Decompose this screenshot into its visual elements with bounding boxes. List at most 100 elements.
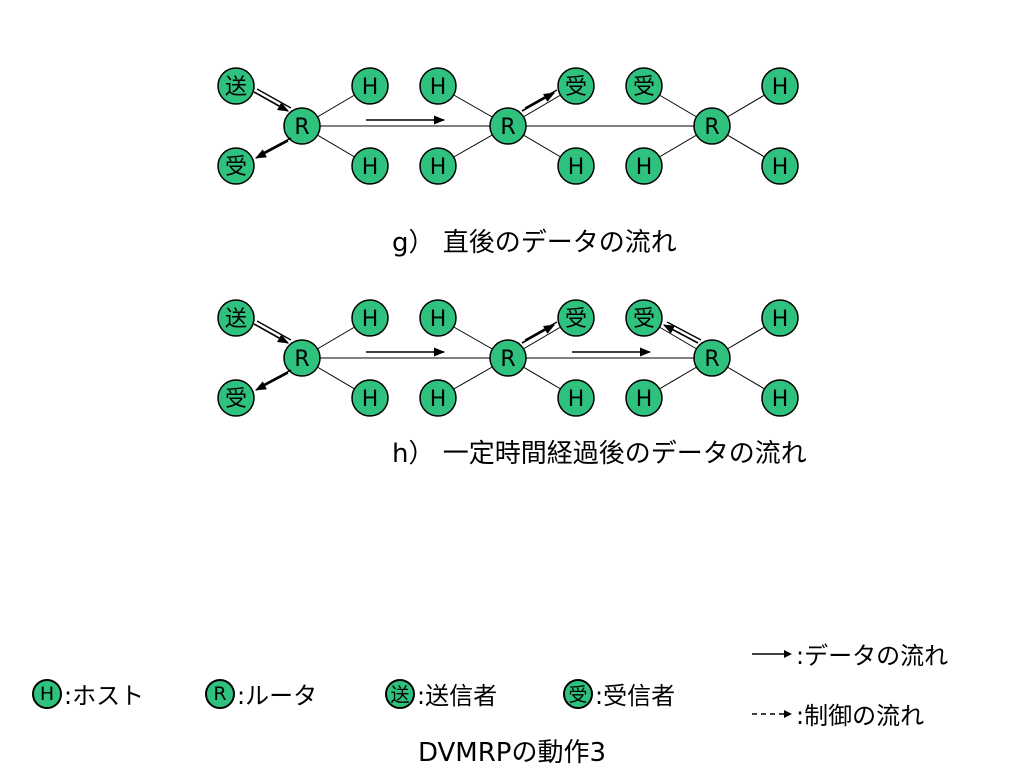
node-label: H [636,387,653,412]
node-circle [419,299,457,337]
node-h1-bot: H [351,379,389,417]
node-label: H [568,387,585,412]
node-label: H [430,387,447,412]
legend-receiver-label: :受信者 [595,682,676,710]
node-circle [217,299,255,337]
legend-router-node: R [205,678,235,709]
node-label: H [772,307,789,332]
legend-sender-node: 送 [385,678,415,709]
node-label: H [772,155,789,180]
node-h2-bot: H [419,147,457,185]
node-circle [351,299,389,337]
node-circle [625,67,663,105]
node-recv-left: 受 [217,379,255,417]
legend-host-node: H [32,678,62,709]
arrow-send-to-r1 [253,323,289,344]
dashed-arrow-icon [752,709,792,718]
node-label: H [772,75,789,100]
node-label: H [430,155,447,180]
node-circle [283,107,321,145]
node-circle [351,67,389,105]
legend-data-flow: :データの流れ [752,636,948,671]
node-recv-a: 受 [557,299,595,337]
arrow-r2-to-recv-a-shadow [524,321,558,341]
node-circle [625,299,663,337]
node-label: R [500,347,515,372]
node-label: 受 [633,75,655,100]
arrow-r1-to-recv [255,372,289,391]
node-h3-bot-b: H [625,147,663,185]
legend-receiver-node: 受 [563,678,593,709]
arrow-send-to-r1-shadow [256,320,292,341]
node-r2: R [489,107,527,145]
node-label: H [772,387,789,412]
node-label: 送 [225,307,247,332]
legend-sender-label: :送信者 [417,682,498,710]
node-label: H [430,75,447,100]
legend-data-flow-label: :データの流れ [796,642,949,670]
node-circle [761,147,799,185]
node-h3-bot-a: H [557,147,595,185]
node-circle [557,379,595,417]
node-send: 送 [217,67,255,105]
arrow-r2-to-recv-a [521,92,555,112]
node-send: 送 [217,299,255,337]
node-label: R [294,115,309,140]
node-r1: R [283,339,321,377]
node-circle [217,379,255,417]
node-label: H [430,307,447,332]
legend-router-label: :ルータ [237,682,318,710]
node-label: 送 [225,75,247,100]
node-circle [761,67,799,105]
arrow-r3-to-recv-b-shadow [666,321,702,341]
node-circle [351,379,389,417]
node-label: H [636,155,653,180]
node-circle [693,107,731,145]
node-circle [283,339,321,377]
node-label: R [500,115,515,140]
legend-host: H :ホスト [32,676,144,711]
node-circle [693,339,731,377]
arrow-r2-to-recv-a [521,324,555,344]
node-circle [489,107,527,145]
node-label: 受 [225,155,247,180]
node-circle [489,339,527,377]
node-circle [625,147,663,185]
node-circle [351,147,389,185]
node-circle [557,67,595,105]
arrow-r1-to-recv-shadow [258,137,292,156]
arrow-send-to-r1-shadow [256,88,292,109]
node-label: H [568,155,585,180]
solid-arrow-icon [752,649,792,658]
node-label: 受 [565,75,587,100]
node-h2-top: H [419,299,457,337]
node-recv-b: 受 [625,67,663,105]
legend-control-flow: :制御の流れ [752,696,924,731]
caption-h: h） 一定時間経過後のデータの流れ [392,439,807,469]
node-h3-bot-b: H [625,379,663,417]
node-recv-b: 受 [625,299,663,337]
node-label: 受 [565,307,587,332]
node-recv-a: 受 [557,67,595,105]
legend-host-label: :ホスト [64,682,145,710]
node-h1-top: H [351,67,389,105]
node-label: R [704,347,719,372]
node-h4-top: H [761,67,799,105]
node-circle [761,379,799,417]
node-r3: R [693,107,731,145]
node-circle [217,147,255,185]
legend-router: R :ルータ [205,676,317,711]
node-label: H [362,155,379,180]
node-label: H [362,307,379,332]
node-r1: R [283,107,321,145]
arrow-r2-to-recv-a-shadow [524,89,558,109]
node-label: R [704,115,719,140]
node-circle [625,379,663,417]
node-recv-left: 受 [217,147,255,185]
node-h4-bot: H [761,147,799,185]
node-circle [217,67,255,105]
node-label: 受 [225,387,247,412]
node-label: R [294,347,309,372]
